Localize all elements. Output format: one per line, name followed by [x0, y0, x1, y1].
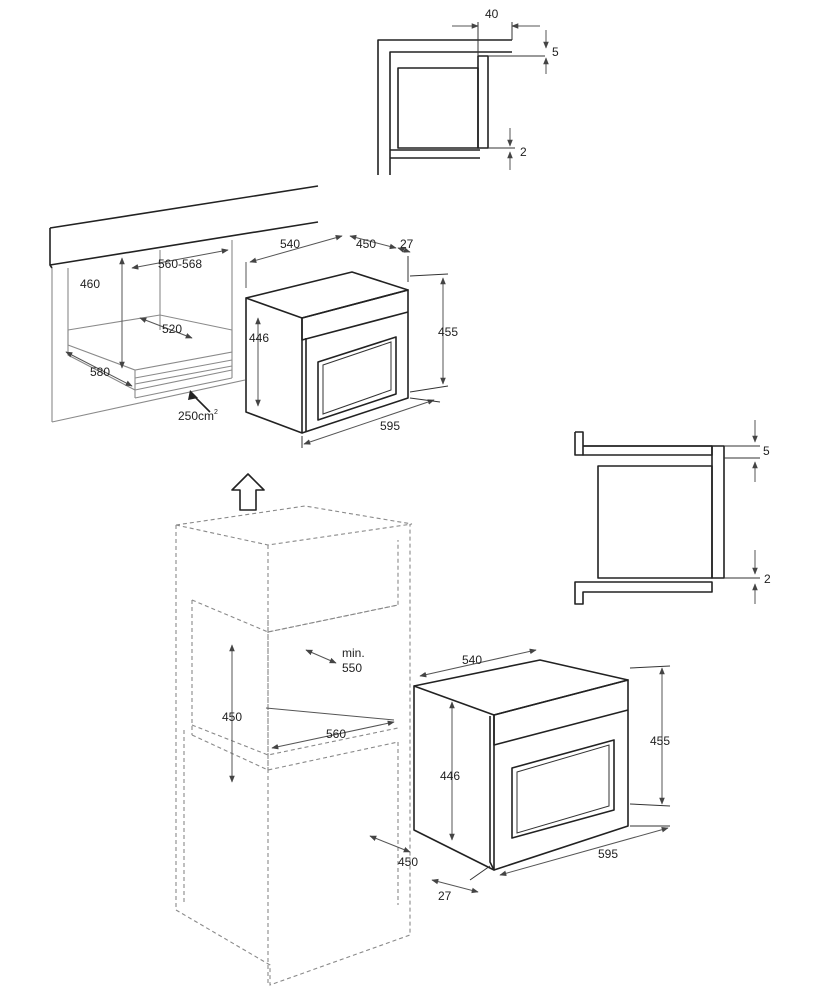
- label-27-top: 27: [400, 237, 414, 251]
- tall-cabinet: [175, 473, 413, 986]
- label-595-top: 595: [380, 419, 400, 433]
- oven-undercounter: [245, 234, 449, 448]
- label-5-mid: 5: [763, 444, 770, 458]
- label-min: min.: [342, 646, 365, 660]
- label-455-bottom: 455: [650, 734, 670, 748]
- undercounter-cabinet: [49, 185, 319, 423]
- label-2-top: 2: [520, 145, 527, 159]
- label-450-cabinet: 450: [222, 710, 242, 724]
- label-455-top: 455: [438, 325, 458, 339]
- label-520: 520: [162, 322, 182, 336]
- label-450-bottom: 450: [398, 855, 418, 869]
- label-5-top: 5: [552, 45, 559, 59]
- label-450-top: 450: [356, 237, 376, 251]
- label-550: 550: [342, 661, 362, 675]
- label-446-bottom: 446: [440, 769, 460, 783]
- label-40: 40: [485, 7, 499, 21]
- label-580: 580: [90, 365, 110, 379]
- middle-section-detail: [574, 420, 760, 605]
- oven-tall: [369, 648, 671, 894]
- top-section-detail: [377, 22, 549, 175]
- vent-arrow-icon: [231, 473, 265, 511]
- label-460: 460: [80, 277, 100, 291]
- label-2-mid: 2: [764, 572, 771, 586]
- label-560-568: 560-568: [158, 257, 202, 271]
- label-595-bottom: 595: [598, 847, 618, 861]
- label-540-top: 540: [280, 237, 300, 251]
- label-27-bottom: 27: [438, 889, 452, 903]
- dimension-labels: 40 5 2 460 560-568 520 580 250cm2 540 45…: [80, 7, 771, 903]
- label-540-bottom: 540: [462, 653, 482, 667]
- label-446-top: 446: [249, 331, 269, 345]
- label-560: 560: [326, 727, 346, 741]
- label-250cm2: 250cm2: [178, 409, 218, 423]
